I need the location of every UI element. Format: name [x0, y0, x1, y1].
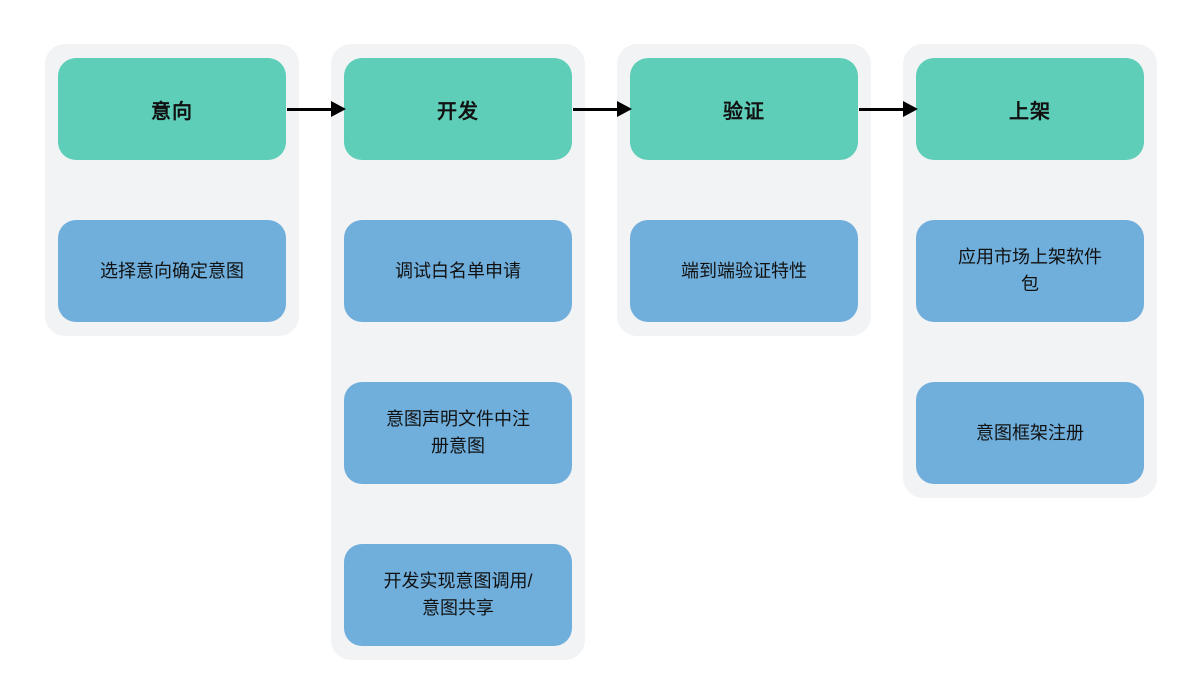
task-box: 端到端验证特性 [630, 220, 858, 322]
task-box: 应用市场上架软件包 [916, 220, 1144, 322]
task-box: 调试白名单申请 [344, 220, 572, 322]
task-box: 开发实现意图调用/意图共享 [344, 544, 572, 646]
stage-header-box: 开发 [344, 58, 572, 160]
stage-header-label: 开发 [437, 100, 479, 123]
stage-column-intent: 意向 选择意向确定意图 [45, 44, 299, 336]
task-label: 意图框架注册 [976, 422, 1084, 443]
task-label: 应用市场上架软件包 [958, 247, 1102, 294]
arrowhead-icon [331, 101, 346, 117]
stage-header-box: 意向 [58, 58, 286, 160]
flow-arrow-intent-to-development [287, 101, 346, 117]
task-box: 意图声明文件中注册意图 [344, 382, 572, 484]
task-label: 选择意向确定意图 [100, 260, 244, 281]
stage-header-label: 上架 [1009, 100, 1051, 123]
stage-header-box: 验证 [630, 58, 858, 160]
task-label: 意图声明文件中注册意图 [386, 409, 530, 456]
task-label: 开发实现意图调用/意图共享 [383, 571, 533, 618]
task-label: 端到端验证特性 [681, 260, 807, 281]
task-label: 调试白名单申请 [395, 260, 521, 281]
arrowhead-icon [617, 101, 632, 117]
stage-header-label: 验证 [723, 100, 765, 123]
stage-column-release: 上架 应用市场上架软件包 意图框架注册 [903, 44, 1157, 498]
stage-column-verification: 验证 端到端验证特性 [617, 44, 871, 336]
task-box: 选择意向确定意图 [58, 220, 286, 322]
stage-header-box: 上架 [916, 58, 1144, 160]
flow-arrow-verification-to-release [859, 101, 918, 117]
stage-column-development: 开发 调试白名单申请 意图声明文件中注册意图 开发实现意图调用/意图共享 [331, 44, 585, 660]
flow-arrow-development-to-verification [573, 101, 632, 117]
stage-header-label: 意向 [151, 100, 193, 123]
task-box: 意图框架注册 [916, 382, 1144, 484]
arrowhead-icon [903, 101, 918, 117]
